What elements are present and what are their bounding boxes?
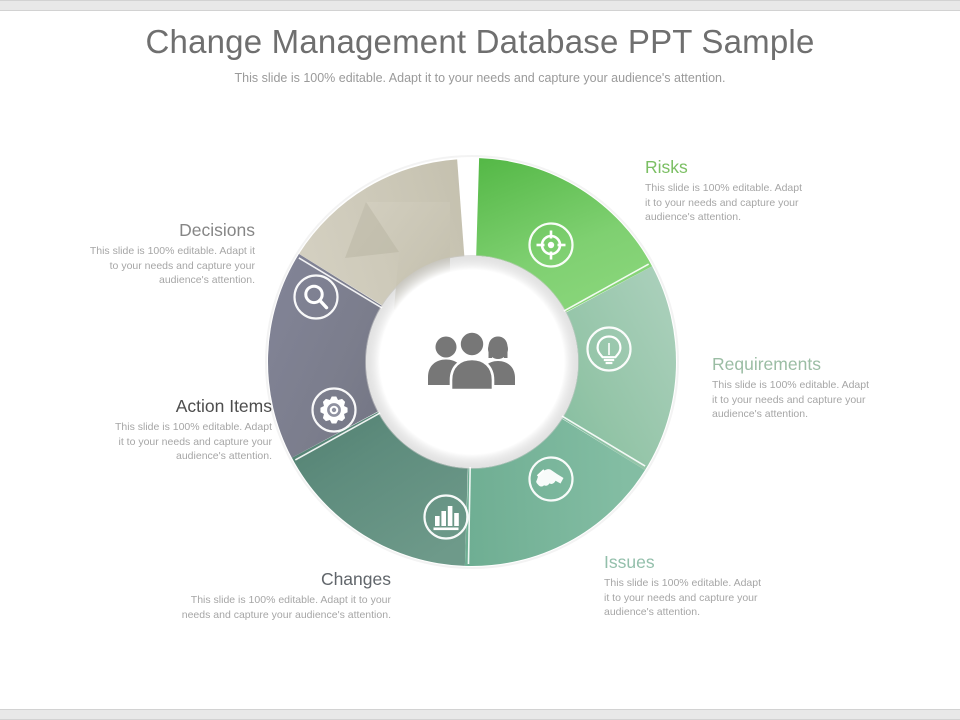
callout-issues-title: Issues bbox=[604, 552, 655, 572]
page-title: Change Management Database PPT Sample bbox=[145, 23, 815, 60]
bar-chart-icon bbox=[423, 494, 469, 540]
segment-dividers bbox=[294, 257, 650, 564]
callout-action-items-body: This slide is 100% editable. Adapt it to… bbox=[114, 421, 272, 462]
ring-outer-shadow bbox=[265, 155, 679, 569]
callout-requirements-title: Requirements bbox=[712, 354, 821, 374]
callout-decisions-title: Decisions bbox=[179, 220, 255, 240]
callout-requirements-body: This slide is 100% editable. Adapt it to… bbox=[712, 379, 870, 420]
target-crosshair-icon bbox=[528, 222, 574, 268]
page-subtitle: This slide is 100% editable. Adapt it to… bbox=[234, 71, 726, 85]
lightbulb-icon bbox=[586, 326, 632, 372]
callout-changes[interactable]: Changes This slide is 100% editable. Ada… bbox=[176, 568, 391, 622]
callout-decisions-body: This slide is 100% editable. Adapt it to… bbox=[89, 245, 255, 286]
slide-top-border bbox=[0, 0, 960, 11]
slide-bottom-border bbox=[0, 709, 960, 720]
slide-header: Change Management Database PPT Sample Th… bbox=[0, 22, 960, 86]
callout-risks[interactable]: Risks This slide is 100% editable. Adapt… bbox=[645, 156, 860, 225]
callout-issues[interactable]: Issues This slide is 100% editable. Adap… bbox=[604, 551, 819, 620]
callout-requirements[interactable]: Requirements This slide is 100% editable… bbox=[712, 353, 927, 422]
callout-risks-title: Risks bbox=[645, 157, 688, 177]
gear-cog-icon bbox=[311, 387, 357, 433]
handshake-icon bbox=[528, 456, 574, 502]
callout-decisions[interactable]: Decisions This slide is 100% editable. A… bbox=[40, 219, 255, 288]
callout-risks-body: This slide is 100% editable. Adapt it to… bbox=[645, 182, 803, 223]
callout-issues-body: This slide is 100% editable. Adapt it to… bbox=[604, 577, 762, 618]
circular-process-diagram bbox=[262, 152, 682, 572]
donut-chart-svg bbox=[265, 155, 679, 569]
callout-action-items-title: Action Items bbox=[175, 396, 272, 416]
callout-changes-body: This slide is 100% editable. Adapt it to… bbox=[181, 594, 391, 621]
callout-changes-title: Changes bbox=[320, 569, 391, 589]
people-group-icon bbox=[428, 330, 515, 392]
magnifier-search-icon bbox=[293, 274, 339, 320]
callout-action-items[interactable]: Action Items This slide is 100% editable… bbox=[57, 395, 272, 464]
